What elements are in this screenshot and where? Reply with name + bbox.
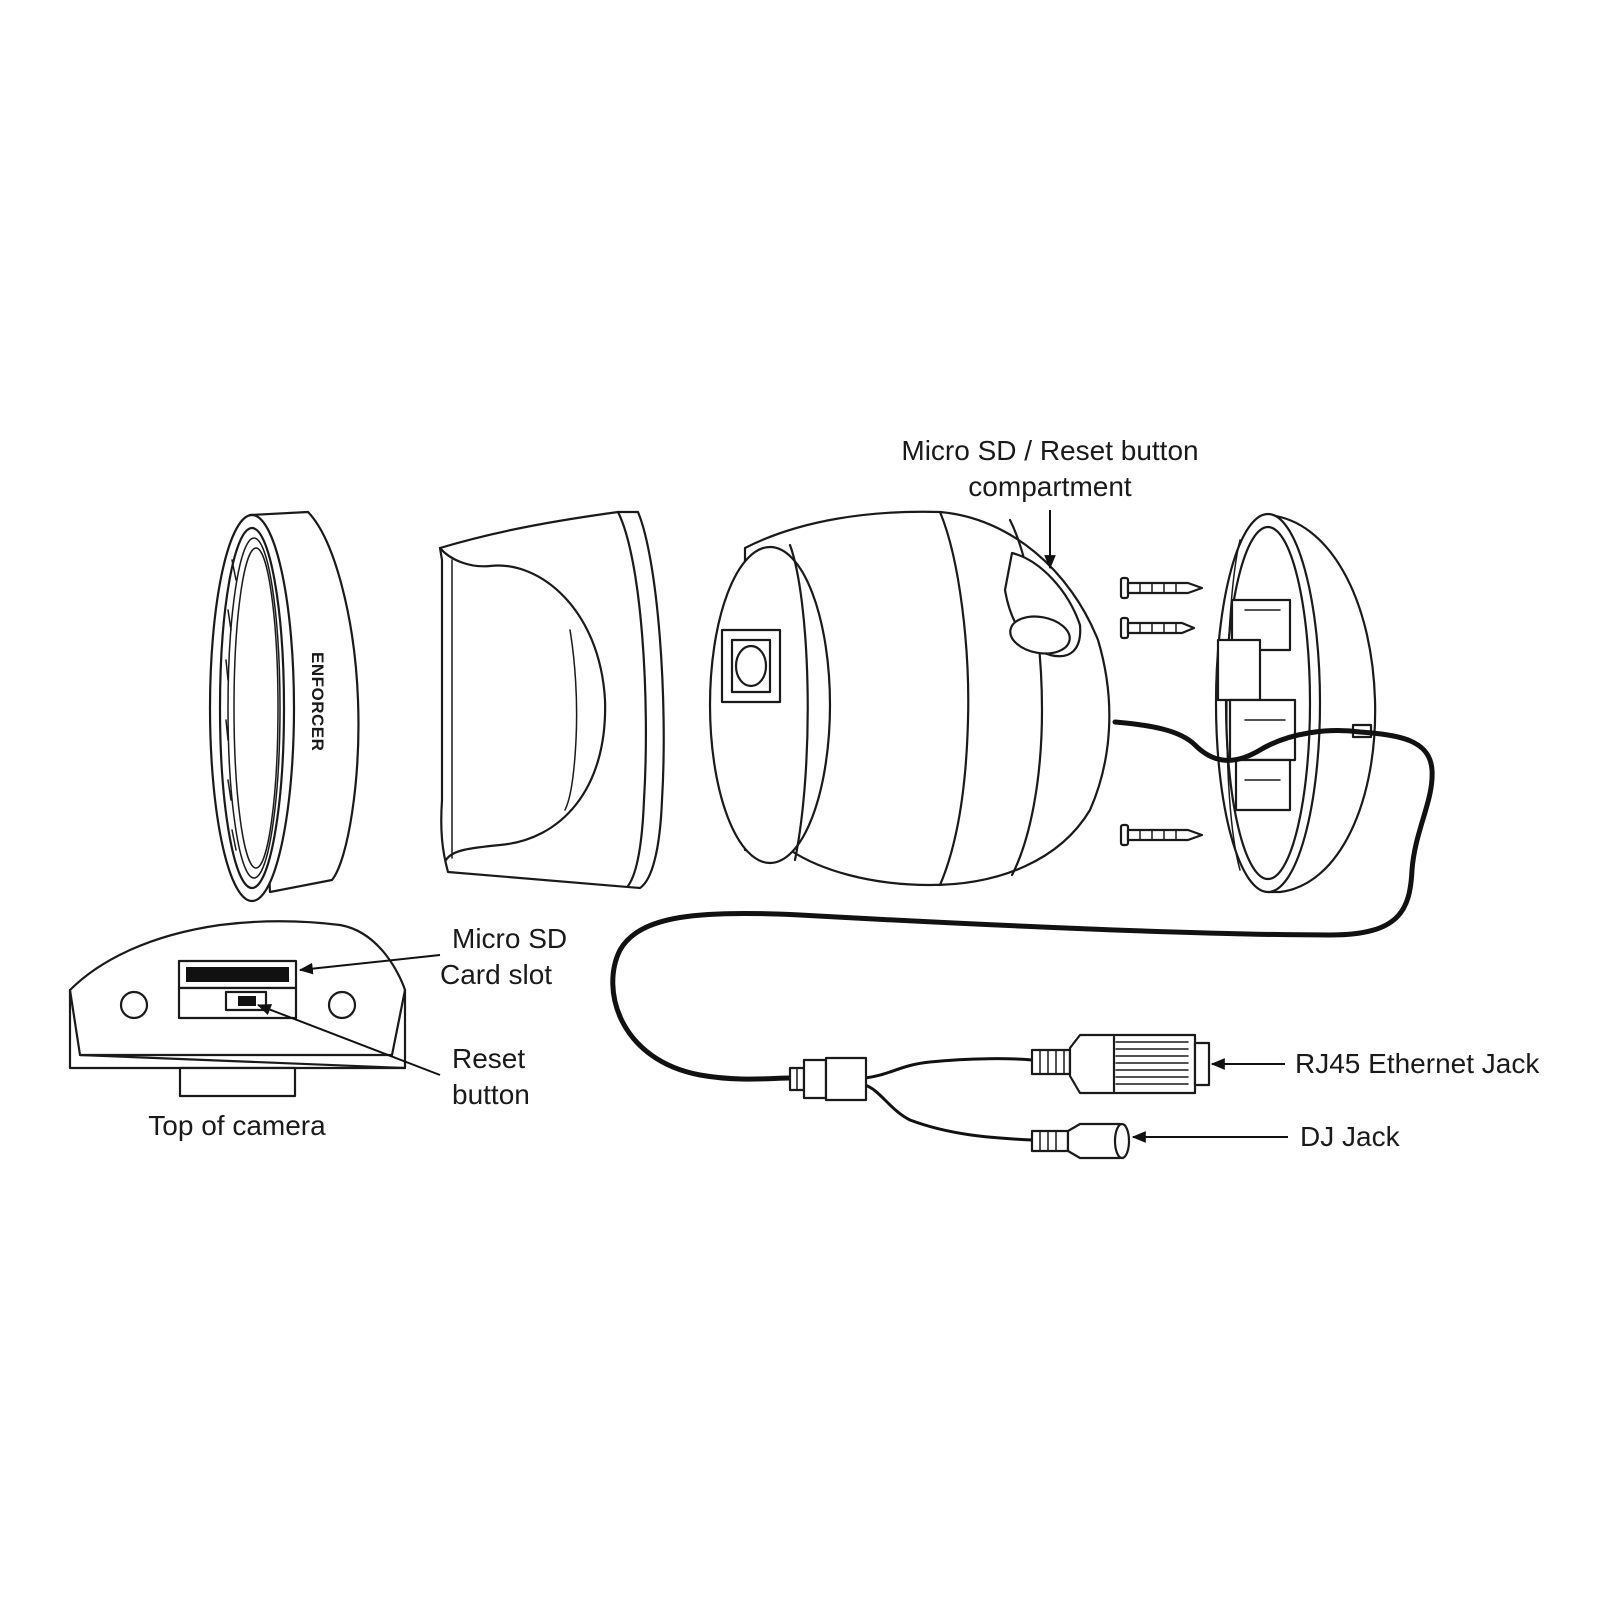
enforcer-brand-logo: ENFORCER bbox=[308, 652, 327, 751]
cable-assembly bbox=[610, 719, 1435, 1160]
screw-hole-left bbox=[119, 990, 149, 1020]
reset-button-arrow bbox=[256, 1004, 441, 1076]
compartment-label-line2: compartment bbox=[968, 471, 1132, 502]
mounting-base bbox=[1214, 512, 1377, 894]
compartment-label-line1: Micro SD / Reset button bbox=[901, 435, 1198, 466]
callout-arrows bbox=[256, 510, 1288, 1143]
lens-window bbox=[720, 628, 782, 704]
screw-top bbox=[1119, 576, 1204, 600]
top-of-camera-label: Top of camera bbox=[148, 1110, 326, 1141]
cable-splitter bbox=[788, 1056, 868, 1102]
top-of-camera-inset bbox=[68, 920, 407, 1098]
micro-sd-arrow bbox=[298, 954, 441, 975]
sun-shield bbox=[438, 510, 665, 890]
sd-compartment-cover bbox=[1003, 551, 1082, 658]
rj45-label: RJ45 Ethernet Jack bbox=[1295, 1048, 1540, 1079]
reset-button bbox=[238, 996, 256, 1006]
micro-sd-label-line2: Card slot bbox=[440, 959, 552, 990]
front-trim-ring: ENFORCER bbox=[208, 510, 360, 903]
thread-lines bbox=[225, 559, 237, 851]
screw-bottom bbox=[1119, 823, 1204, 847]
reset-label-line1: Reset bbox=[452, 1043, 525, 1074]
rj45-ethernet-jack bbox=[1030, 1033, 1211, 1095]
dc-power-jack bbox=[1030, 1122, 1131, 1160]
screw-hole-right bbox=[327, 990, 357, 1020]
reset-label-line2: button bbox=[452, 1079, 530, 1110]
dj-jack-label: DJ Jack bbox=[1300, 1121, 1401, 1152]
text-labels: Micro SD / Reset button compartment Micr… bbox=[148, 435, 1540, 1152]
camera-body bbox=[708, 510, 1111, 887]
screw-middle bbox=[1119, 616, 1196, 640]
mounting-screws bbox=[1119, 576, 1204, 847]
micro-sd-card-slot bbox=[177, 959, 298, 990]
rj45-grip-ridges bbox=[1115, 1041, 1189, 1085]
micro-sd-label-line1: Micro SD bbox=[452, 923, 567, 954]
